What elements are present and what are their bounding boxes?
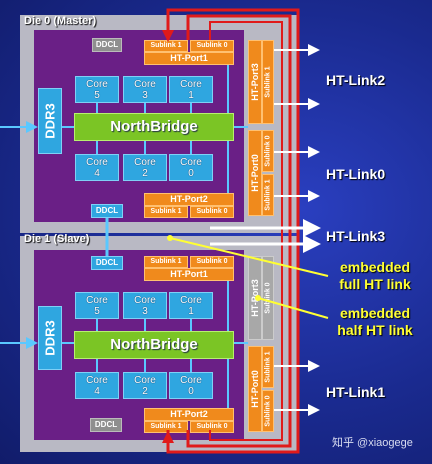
core-label: Core [86,375,108,386]
core-label: Core [134,79,156,90]
die-1-label: Die 1 (Slave) [24,233,90,245]
die-0-ht-port1: HT-Port1 [144,52,234,65]
die-0-northbridge: NorthBridge [74,113,234,141]
annotation-full-text: embedded full HT link [339,259,411,292]
core-label: Core [180,79,202,90]
die-1-ht-port2: HT-Port2 [144,408,234,421]
die-1-ht-port0: HT-Port0 [248,346,262,432]
die-0-port2-sublink0: Sublink 0 [190,206,234,218]
die-0-port2-sublink1: Sublink 1 [144,206,188,218]
die-1-ddcl-top: DDCL [91,256,123,270]
annotation-half-ht-link: embedded half HT link [318,305,432,339]
ht-link3-label: HT-Link3 [326,228,386,244]
die-0-port3-sublink: Sublink 1 [262,40,274,124]
die-1-port0-sublink1: Sublink 1 [262,346,274,388]
die-0-port0-sublink0: Sublink 0 [262,130,274,172]
die-0-ht-port0: HT-Port0 [248,130,262,216]
die-0-ht-port2: HT-Port2 [144,193,234,206]
core-label: Core [86,295,108,306]
core-number: 3 [142,90,148,101]
pointer-full [169,237,329,277]
core-label: Core [134,375,156,386]
die-1-port1-sublink1: Sublink 1 [144,256,188,268]
annotation-full-ht-link: embedded full HT link [318,259,432,293]
core-number: 0 [188,168,194,179]
die-0-ddr3: DDR3 [38,88,62,154]
core-label: Core [180,157,202,168]
core-number: 2 [142,386,148,397]
red-link-outer [166,8,300,454]
ht-link0-label: HT-Link0 [326,166,386,182]
core-number: 5 [94,90,100,101]
die-0-ddcl-top: DDCL [92,38,122,52]
core-number: 4 [94,168,100,179]
ht-link2-label: HT-Link2 [326,72,386,88]
red-link-inner2 [209,21,283,441]
die-0-ddcl-bottom: DDCL [91,204,123,218]
red-link-inner [186,14,292,448]
annotation-half-text: embedded half HT link [337,305,413,338]
watermark: 知乎 @xiaogege [332,437,413,449]
die-1-ht-port1: HT-Port1 [144,268,234,281]
core-label: Core [134,295,156,306]
core-number: 5 [94,306,100,317]
core-label: Core [180,295,202,306]
core-number: 1 [188,90,194,101]
die-0-ht-port3: HT-Port3 [248,40,262,124]
die-1-port0-sublink0: Sublink 0 [262,390,274,432]
die-0-port1-sublink0: Sublink 0 [190,40,234,52]
die-1-port3-sublink: Sublink 0 [262,256,274,340]
core-label: Core [86,157,108,168]
die-1-port2-sublink0: Sublink 0 [190,421,234,433]
die-0-label: Die 0 (Master) [24,15,97,27]
core-number: 2 [142,168,148,179]
core-number: 1 [188,306,194,317]
core-label: Core [134,157,156,168]
die-1-northbridge: NorthBridge [74,331,234,359]
die-1-ddcl-bottom: DDCL [90,418,122,432]
die-1-port1-sublink0: Sublink 0 [190,256,234,268]
core-label: Core [86,79,108,90]
core-number: 4 [94,386,100,397]
die-0-port0-sublink1: Sublink 1 [262,174,274,216]
die-1-ddr3: DDR3 [38,306,62,370]
pointer-half [257,297,329,319]
core-number: 0 [188,386,194,397]
core-number: 3 [142,306,148,317]
core-label: Core [180,375,202,386]
ht-link1-label: HT-Link1 [326,384,386,400]
